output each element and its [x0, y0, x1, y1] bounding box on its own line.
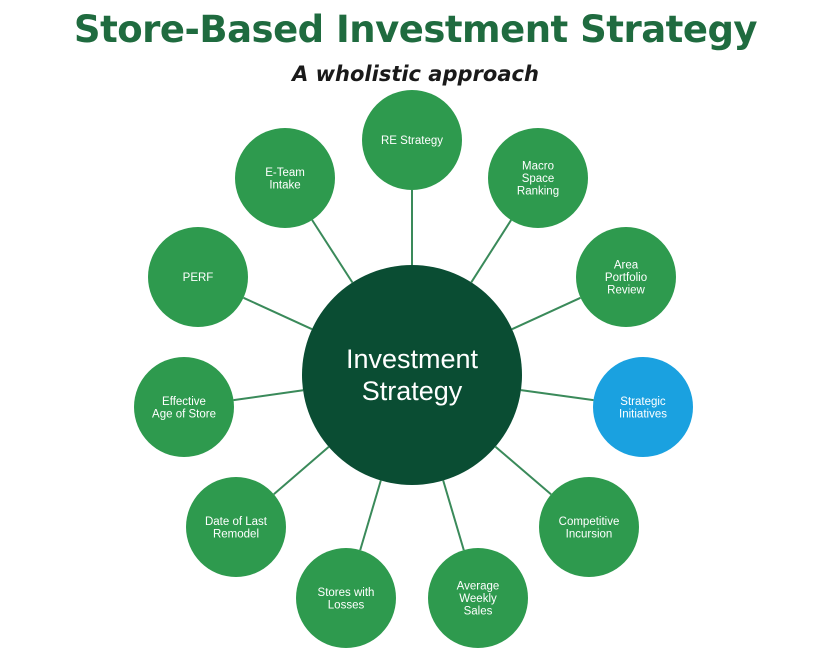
node-label-line: RE Strategy	[381, 135, 443, 147]
node-circle-stores-with-losses	[296, 548, 396, 648]
node-label-line: Effective	[162, 396, 206, 408]
node-label-line: Macro	[522, 161, 554, 173]
node-label-perf: PERF	[183, 272, 214, 284]
connector-line-date-of-last-remodel	[273, 446, 330, 496]
connector-line-macro-space-ranking	[470, 219, 512, 283]
connector-line-area-portfolio-review	[511, 296, 581, 331]
connector-line-effective-age-of-store	[233, 389, 304, 402]
connector-line-average-weekly-sales	[442, 480, 465, 551]
node-label-line: Space	[522, 173, 555, 185]
node-label-line: Stores with	[318, 587, 375, 599]
page-subtitle: A wholistic approach	[292, 62, 539, 86]
connector-line-strategic-initiatives	[520, 389, 594, 402]
node-label-line: Initiatives	[619, 408, 667, 420]
connector-group	[233, 190, 594, 551]
node-label-line: Weekly	[459, 593, 497, 605]
node-circle-average-weekly-sales	[428, 548, 528, 648]
node-re-strategy: RE Strategy	[362, 90, 462, 190]
node-label-line: Sales	[464, 606, 493, 618]
node-circle-re-strategy	[362, 90, 462, 190]
hub-label-line: Investment	[346, 344, 479, 374]
node-label-line: Strategic	[620, 396, 666, 408]
node-circle-e-team-intake	[235, 128, 335, 228]
node-circle-date-of-last-remodel	[186, 477, 286, 577]
node-label-line: Portfolio	[605, 272, 647, 284]
node-label-line: Incursion	[566, 528, 613, 540]
node-label-line: E-Team	[265, 167, 305, 179]
node-label-line: Losses	[328, 599, 365, 611]
node-label-line: Date of Last	[205, 516, 268, 528]
page-title: Store-Based Investment Strategy	[73, 8, 758, 51]
node-label-line: Area	[614, 260, 639, 272]
node-label-line: Average	[457, 581, 500, 593]
node-circle-effective-age-of-store	[134, 357, 234, 457]
hub-label-line: Strategy	[362, 376, 463, 406]
node-circle-strategic-initiatives	[593, 357, 693, 457]
hub-circle	[302, 265, 522, 485]
connector-line-competitive-incursion	[494, 445, 552, 496]
connector-line-stores-with-losses	[359, 480, 382, 551]
node-label-line: Review	[607, 285, 645, 297]
node-label-line: Age of Store	[152, 408, 216, 420]
node-label-line: Remodel	[213, 528, 259, 540]
node-label-line: PERF	[183, 272, 214, 284]
node-label-line: Ranking	[517, 186, 559, 198]
node-circle-area-portfolio-review	[576, 227, 676, 327]
node-circle-macro-space-ranking	[488, 128, 588, 228]
node-label-line: Competitive	[559, 516, 620, 528]
node-circle-perf	[148, 227, 248, 327]
connector-line-e-team-intake	[311, 219, 354, 284]
connector-line-perf	[243, 296, 313, 331]
node-label-re-strategy: RE Strategy	[381, 135, 443, 147]
node-circle-competitive-incursion	[539, 477, 639, 577]
node-label-line: Intake	[269, 179, 300, 191]
node-perf: PERF	[148, 227, 248, 327]
